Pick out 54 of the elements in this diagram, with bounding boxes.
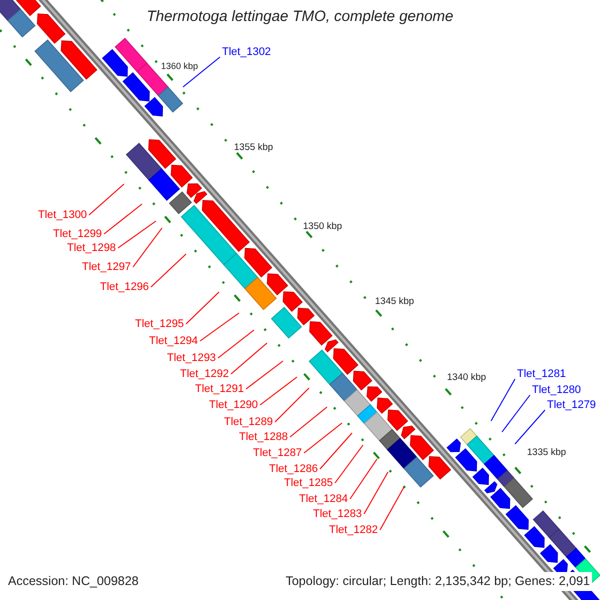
leader-line: [334, 444, 364, 484]
gene-label: Tlet_1279: [547, 399, 596, 411]
position-label: 1360 kbp: [161, 61, 198, 71]
leader-line: [502, 394, 530, 432]
gene-label: Tlet_1302: [222, 46, 271, 58]
leader-line: [514, 410, 546, 444]
leader-line: [200, 312, 240, 342]
gene-label: Tlet_1281: [517, 368, 566, 380]
leader-line: [246, 360, 284, 390]
gene-label: Tlet_1293: [167, 352, 216, 364]
leader-line: [88, 184, 124, 216]
gene-label: Tlet_1299: [53, 228, 102, 240]
gene-label: Tlet_1294: [149, 335, 198, 347]
position-label: 1345 kbp: [375, 296, 414, 307]
gene-label: Tlet_1295: [135, 318, 184, 330]
gene-label: Tlet_1283: [313, 508, 362, 520]
gene-label: Tlet_1289: [224, 416, 273, 428]
gene-label: Tlet_1284: [299, 493, 348, 505]
leader-line: [490, 378, 516, 422]
leader-line: [274, 388, 310, 422]
leader-line: [150, 254, 186, 288]
leader-line: [230, 342, 268, 374]
gene-label: Tlet_1285: [284, 477, 333, 489]
leader-line: [104, 204, 142, 234]
accession-text: Accession: NC_009828: [8, 574, 139, 588]
leader-line: [304, 422, 342, 454]
gene-label: Tlet_1290: [209, 399, 258, 411]
gene-label: Tlet_1286: [269, 463, 318, 475]
leader-line: [364, 472, 388, 514]
gene-label: Tlet_1282: [329, 524, 378, 536]
leader-line: [350, 458, 378, 500]
gene-label: Tlet_1280: [532, 384, 581, 396]
leader-line: [182, 56, 220, 88]
gene-label: Tlet_1296: [100, 281, 149, 293]
position-label: 1350 kbp: [303, 221, 342, 232]
leader-line: [186, 292, 220, 324]
title: Thermotoga lettingae TMO, complete genome: [146, 8, 454, 25]
gene-label: Tlet_1288: [239, 431, 288, 443]
position-label: 1355 kbp: [234, 142, 274, 153]
gene-label: Tlet_1291: [195, 383, 244, 395]
position-label: 1335 kbp: [527, 447, 566, 458]
gene-label: Tlet_1292: [180, 368, 229, 380]
leader-line: [260, 376, 298, 406]
leader-line: [132, 228, 162, 268]
gene-label: Tlet_1287: [253, 447, 302, 459]
gene-label: Tlet_1300: [38, 209, 87, 221]
gene-label: Tlet_1297: [82, 261, 131, 273]
position-label: 1340 kbp: [447, 372, 486, 383]
leader-line: [118, 220, 156, 248]
leader-line: [218, 330, 254, 358]
gene-label: Tlet_1298: [67, 242, 116, 254]
leader-line: [320, 432, 352, 470]
leader-line: [380, 486, 404, 530]
leader-line: [290, 406, 328, 438]
